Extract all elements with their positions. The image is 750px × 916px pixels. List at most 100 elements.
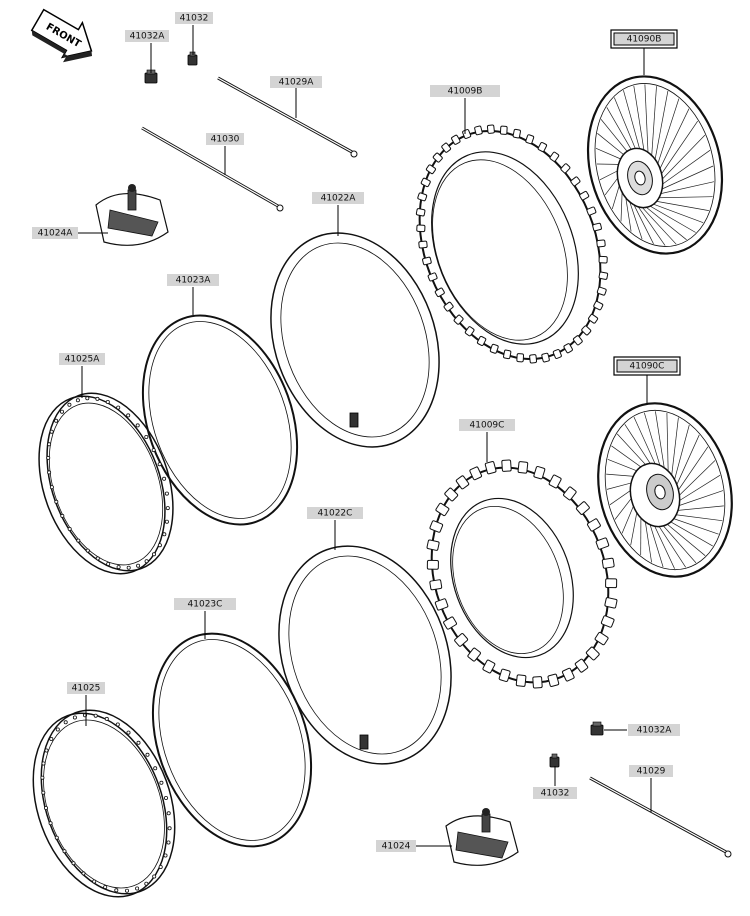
tire-tread-knob [453, 314, 464, 325]
tire-tread-knob [444, 487, 459, 502]
part-label-p41024[interactable]: 41024 [376, 840, 416, 852]
wheel-spoke [669, 513, 723, 522]
wheel-spoke [655, 98, 680, 170]
rim-hole [166, 840, 171, 845]
part-label-p41025A[interactable]: 41025A [59, 353, 105, 365]
rim-hole [44, 806, 49, 811]
wheel-spoke [645, 200, 704, 224]
rim-hole [163, 796, 168, 801]
tire-tread-knob [563, 486, 577, 501]
rim-band-ring-41023A [141, 314, 299, 526]
rim-hole [81, 871, 86, 876]
rim-hole [40, 775, 45, 780]
rim-hole [85, 396, 90, 401]
part-label-p41032[interactable]: 41032 [175, 12, 213, 24]
part-number-text: 41090B [627, 35, 662, 45]
rim-band-41024A [95, 184, 169, 246]
part-number-text: 41025 [72, 684, 101, 694]
tire-tread-knob [498, 668, 511, 682]
part-label-box [307, 507, 363, 519]
rim-hole [135, 886, 140, 891]
wheel-spoke [652, 196, 713, 199]
tire-tread-knob [585, 646, 600, 661]
tire-tread-knob [426, 539, 440, 551]
part-label-p41032_2[interactable]: 41032 [533, 787, 577, 799]
tire-tread-knob [572, 335, 583, 346]
tire-tread-knob [474, 125, 483, 136]
rim-hole [95, 396, 100, 401]
rim-hole [60, 409, 65, 414]
rim-hole [167, 826, 172, 831]
rim-hole [93, 713, 98, 718]
tire-tread-knob [574, 658, 589, 673]
part-label-p41025[interactable]: 41025 [67, 682, 105, 694]
tire-tread-knob [415, 208, 426, 217]
rim-hole [75, 398, 80, 403]
tire-tread-knob [434, 287, 445, 298]
wheel-spoke [675, 460, 716, 500]
spoke-41029 [589, 776, 732, 858]
wheel-spoke [624, 424, 655, 471]
nipple-41032-bottom [549, 753, 560, 768]
part-label-p41009C[interactable]: 41009C [459, 419, 515, 431]
wheel-spoke [674, 434, 700, 490]
rim-hole [54, 499, 59, 504]
part-label-p41029A[interactable]: 41029A [270, 76, 322, 88]
part-label-p41022A[interactable]: 41022A [312, 192, 364, 204]
tire-tread-knob [501, 459, 512, 472]
part-label-box [613, 32, 675, 46]
rim-hole [47, 470, 52, 475]
wheel-spoke [649, 199, 709, 211]
part-number-text: 41022A [321, 194, 357, 204]
inner-tube-41022C [278, 545, 452, 765]
tire-tread-knob [593, 300, 604, 311]
tire-tread-knob [422, 256, 432, 266]
wheel-spoke [673, 490, 724, 508]
part-label-p41029[interactable]: 41029 [629, 765, 673, 777]
rim-hole [163, 853, 168, 858]
wheel-spoke [674, 474, 721, 504]
rim-hole [104, 716, 109, 721]
tire-tread-knob [594, 631, 609, 646]
wheel-spoke [653, 90, 669, 166]
tire-tread-knob [601, 557, 615, 569]
wheel-spoke [658, 120, 698, 179]
wheel-assy-41090B [586, 75, 724, 255]
tire-tread-knob [592, 222, 602, 232]
part-label-p41022C[interactable]: 41022C [307, 507, 363, 519]
wheel-spoke [597, 133, 629, 159]
rim-41025A [38, 392, 174, 575]
rim-hole [162, 532, 167, 537]
rim-hole [135, 423, 140, 428]
rim-hole [151, 552, 156, 557]
wheel-spoke [606, 107, 635, 155]
part-number-text: 41032 [541, 789, 570, 799]
rim-hole [55, 727, 60, 732]
tire-tread-knob [517, 461, 529, 474]
part-label-p41090C[interactable]: 41090C [613, 356, 681, 376]
tire-tread-knob [560, 163, 571, 174]
part-label-p41023C[interactable]: 41023C [174, 598, 236, 610]
tire-tread-knob [455, 475, 470, 490]
rim-hole [153, 766, 158, 771]
part-label-p41009B[interactable]: 41009B [430, 85, 500, 97]
wheel-spoke [600, 119, 632, 157]
tire-tread-knob [516, 353, 525, 363]
part-label-p41024A[interactable]: 41024A [32, 227, 78, 239]
rim-hole [136, 740, 141, 745]
tire-tread-knob [499, 125, 508, 135]
tire-tread-knob [454, 633, 469, 647]
tire-tread-knob [537, 142, 548, 153]
part-label-p41032A_2[interactable]: 41032A [628, 724, 680, 736]
part-label-p41090B[interactable]: 41090B [610, 29, 678, 49]
rim-hole [159, 780, 164, 785]
part-label-p41030[interactable]: 41030 [206, 133, 244, 145]
part-number-text: 41030 [211, 135, 240, 145]
rim-hole [54, 835, 59, 840]
part-number-text: 41023C [188, 600, 223, 610]
tire-tread-knob [515, 674, 527, 687]
part-label-p41032A[interactable]: 41032A [125, 30, 169, 42]
rim-hole [62, 849, 67, 854]
part-label-p41023A[interactable]: 41023A [167, 274, 219, 286]
